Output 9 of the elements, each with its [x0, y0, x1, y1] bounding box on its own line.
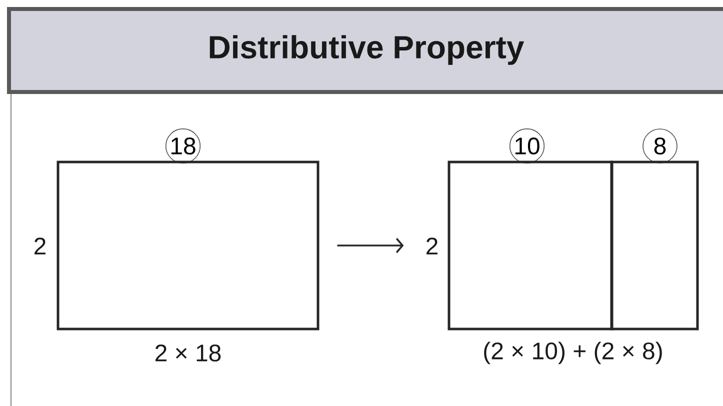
area-rectangle — [448, 160, 614, 330]
title-banner: Distributive Property — [7, 7, 723, 94]
circled-number: 18 — [165, 128, 201, 164]
arrow — [337, 238, 404, 254]
circled-number: 8 — [642, 128, 678, 164]
area-rectangle — [610, 160, 699, 330]
circled-number: 10 — [509, 128, 545, 164]
side-label: (2 × 10) + (2 × 8) — [484, 342, 662, 364]
area-rectangle — [56, 160, 320, 330]
